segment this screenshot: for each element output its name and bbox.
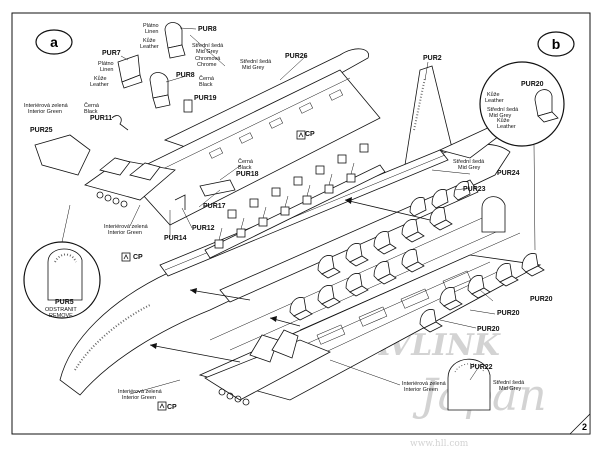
label-kuze-2-cz: Kůže bbox=[94, 75, 107, 82]
label-interior-green-3-en: Interior Green bbox=[404, 387, 438, 393]
label-pur17: PUR17 bbox=[203, 203, 226, 210]
fuselage-upper-half bbox=[124, 48, 381, 226]
label-chrome-en: Chrome bbox=[197, 62, 217, 68]
part-pur11 bbox=[111, 115, 129, 131]
label-pur19: PUR19 bbox=[194, 95, 217, 102]
label-leader-lines bbox=[120, 27, 496, 395]
label-stredni-seda-5-cz: Střední šedá bbox=[493, 380, 525, 386]
callout-pur5 bbox=[23, 204, 101, 319]
label-pur20-c: PUR20 bbox=[477, 326, 500, 333]
label-chrom-cz: Chromová bbox=[195, 56, 221, 62]
passenger-seats-right-row bbox=[289, 207, 545, 333]
step-badge-b-label: b bbox=[552, 36, 561, 52]
bulkhead-pur24 bbox=[481, 196, 506, 233]
label-pur7: PUR7 bbox=[102, 50, 121, 57]
label-kuze-callout-1-cz: Kůže bbox=[487, 91, 500, 98]
panel-pur25 bbox=[34, 134, 91, 176]
label-interior-green-2-en: Interior Green bbox=[108, 230, 142, 236]
label-stredni-seda-1-cz: Střední šedá bbox=[192, 43, 224, 49]
label-mid-grey-4-en: Mid Grey bbox=[489, 113, 512, 119]
label-cerna-2-cz: Černá bbox=[84, 102, 100, 109]
pilot-seat-pur8-top bbox=[164, 22, 186, 59]
part-pur17 bbox=[199, 179, 236, 197]
label-black-1-en: Black bbox=[199, 82, 213, 88]
label-interior-green-4-en: Interior Green bbox=[122, 395, 156, 401]
label-remove-en: REMOVE bbox=[49, 313, 73, 319]
label-pur8-mid: PUR8 bbox=[176, 72, 195, 79]
label-kuze-1-cz: Kůže bbox=[143, 37, 156, 44]
part-pur12 bbox=[174, 194, 186, 210]
label-interierova-3-cz: Interiérová zelená bbox=[402, 381, 447, 387]
label-pur25: PUR25 bbox=[30, 127, 53, 134]
label-black-3-en: Black bbox=[238, 165, 252, 171]
label-pur14: PUR14 bbox=[164, 235, 187, 242]
label-pur12: PUR12 bbox=[192, 225, 215, 232]
label-pur2: PUR2 bbox=[423, 55, 442, 62]
label-stredni-seda-4-cz: Střední šedá bbox=[487, 107, 519, 113]
crew-pilot-icon-mid bbox=[121, 252, 131, 262]
assembly-arrows bbox=[149, 197, 431, 363]
label-pur20-b: PUR20 bbox=[497, 310, 520, 317]
label-pur5: PUR5 bbox=[55, 299, 74, 306]
label-pur20-callout: PUR20 bbox=[521, 81, 544, 88]
step-badge-a: a bbox=[35, 29, 73, 55]
label-stredni-seda-2-cz: Střední šedá bbox=[240, 59, 272, 65]
page-number-label: 2 bbox=[582, 422, 587, 432]
label-platno-2-cz: Plátno bbox=[98, 61, 114, 67]
label-kuze-callout-2-cz: Kůže bbox=[497, 117, 510, 124]
label-mid-grey-2-en: Mid Grey bbox=[242, 65, 265, 71]
label-pur23: PUR23 bbox=[463, 186, 486, 193]
label-cp-mid: CP bbox=[133, 254, 143, 261]
label-black-2-en: Black bbox=[84, 109, 98, 115]
label-leather-1-en: Leather bbox=[140, 44, 159, 50]
sheet-border bbox=[11, 12, 591, 435]
label-stredni-seda-3-cz: Střední šedá bbox=[453, 159, 485, 165]
step-badge-a-label: a bbox=[50, 34, 58, 50]
label-pur18: PUR18 bbox=[236, 171, 259, 178]
label-leather-callout-2-en: Leather bbox=[497, 124, 516, 130]
label-leather-2-en: Leather bbox=[90, 82, 109, 88]
label-cp-bottom: CP bbox=[167, 404, 177, 411]
label-pur11: PUR11 bbox=[90, 115, 112, 122]
label-mid-grey-1-en: Mid Grey bbox=[196, 49, 219, 55]
crew-pilot-icon-top bbox=[296, 130, 306, 140]
bulkhead-pur22 bbox=[447, 358, 491, 411]
label-pur24: PUR24 bbox=[497, 170, 520, 177]
label-odstranit-cz: ODSTRANIT bbox=[45, 307, 77, 313]
label-linen-1-en: Linen bbox=[145, 29, 158, 35]
label-pur26: PUR26 bbox=[285, 53, 308, 60]
seat-pur8-mid bbox=[149, 72, 171, 109]
label-leather-callout-1-en: Leather bbox=[485, 98, 504, 104]
label-platno-1-cz: Plátno bbox=[143, 23, 159, 29]
label-mid-grey-3-en: Mid Grey bbox=[458, 165, 481, 171]
label-interior-green-1-en: Interior Green bbox=[28, 109, 62, 115]
label-mid-grey-5-en: Mid Grey bbox=[499, 386, 522, 392]
callout-pur20 bbox=[479, 61, 565, 251]
label-pur20-a: PUR20 bbox=[530, 296, 553, 303]
label-pur22: PUR22 bbox=[470, 364, 493, 371]
passenger-seats-upper-row bbox=[409, 181, 471, 217]
label-pur8-top: PUR8 bbox=[198, 26, 217, 33]
seat-pur7 bbox=[117, 54, 143, 89]
crew-pilot-icon-bottom bbox=[157, 401, 167, 411]
label-interierova-1-cz: Interiérová zelená bbox=[24, 103, 69, 109]
part-pur19 bbox=[183, 99, 193, 113]
window-strip bbox=[204, 143, 386, 259]
cockpit-assembly bbox=[84, 157, 176, 208]
label-cerna-1-cz: Černá bbox=[199, 75, 215, 82]
watermark-url: www.hll.com bbox=[410, 439, 469, 449]
label-cerna-3-cz: Černá bbox=[238, 158, 254, 165]
label-cp-top: CP bbox=[305, 131, 315, 138]
label-linen-2-en: Linen bbox=[100, 67, 113, 73]
label-interierova-4-cz: Interiérová zelená bbox=[118, 389, 163, 395]
step-badge-b: b bbox=[537, 31, 575, 57]
label-interierova-2-cz: Interiérová zelená bbox=[104, 224, 149, 230]
page-number: 2 bbox=[569, 413, 591, 435]
cockpit-floor bbox=[204, 329, 331, 406]
